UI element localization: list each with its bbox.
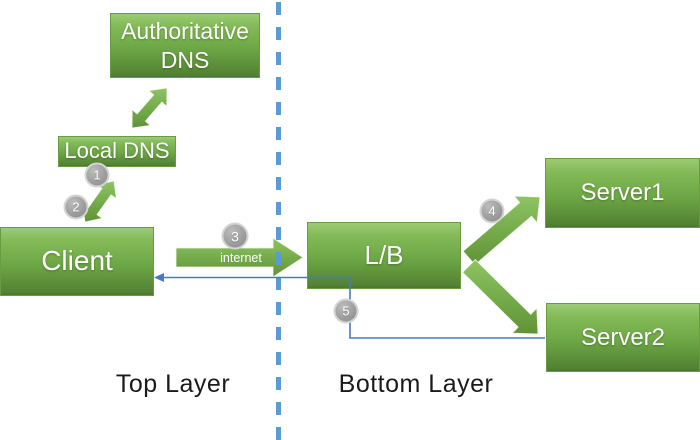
node-load-balancer: L/B — [307, 222, 461, 289]
node-client: Client — [0, 227, 154, 296]
step-circle-3: 3 — [221, 222, 249, 250]
arrow-lb-server2 — [462, 259, 539, 335]
internet-label: internet — [220, 251, 262, 265]
step-circle-4: 4 — [479, 198, 505, 224]
return-line-arrowhead — [154, 273, 164, 282]
node-local-dns: Local DNS — [58, 136, 176, 167]
node-server1: Server1 — [545, 158, 700, 228]
node-authoritative-dns: Authoritative DNS — [110, 13, 260, 78]
arrow-internet — [175, 237, 304, 278]
bottom-layer-label: Bottom Layer — [338, 370, 494, 398]
arrow-lb-server1 — [462, 195, 541, 266]
step-circle-2: 2 — [63, 194, 89, 220]
top-layer-label: Top Layer — [115, 370, 231, 398]
step-circle-5: 5 — [333, 298, 359, 324]
node-server2: Server2 — [546, 303, 700, 372]
step-circle-1: 1 — [84, 162, 110, 188]
arrow-localdns-authdns — [131, 87, 168, 129]
